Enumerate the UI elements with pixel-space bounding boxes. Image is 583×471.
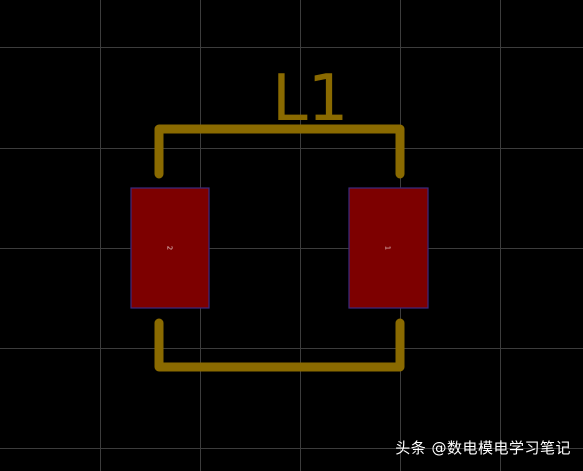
pad-1-copper[interactable] (348, 187, 429, 309)
watermark: 头条 @数电模电学习笔记 (395, 439, 571, 457)
component-footprint[interactable]: L1 2 1 (130, 62, 429, 372)
pad-1[interactable]: 1 (348, 187, 429, 309)
pad-2-number: 2 (166, 246, 174, 250)
pad-2-copper[interactable] (130, 187, 210, 309)
silkscreen-outline-bottom (154, 318, 405, 372)
silkscreen-outline-top (154, 124, 405, 179)
component-designator[interactable]: L1 (272, 62, 348, 136)
pad-1-number: 1 (384, 246, 392, 250)
pad-2[interactable]: 2 (130, 187, 210, 309)
